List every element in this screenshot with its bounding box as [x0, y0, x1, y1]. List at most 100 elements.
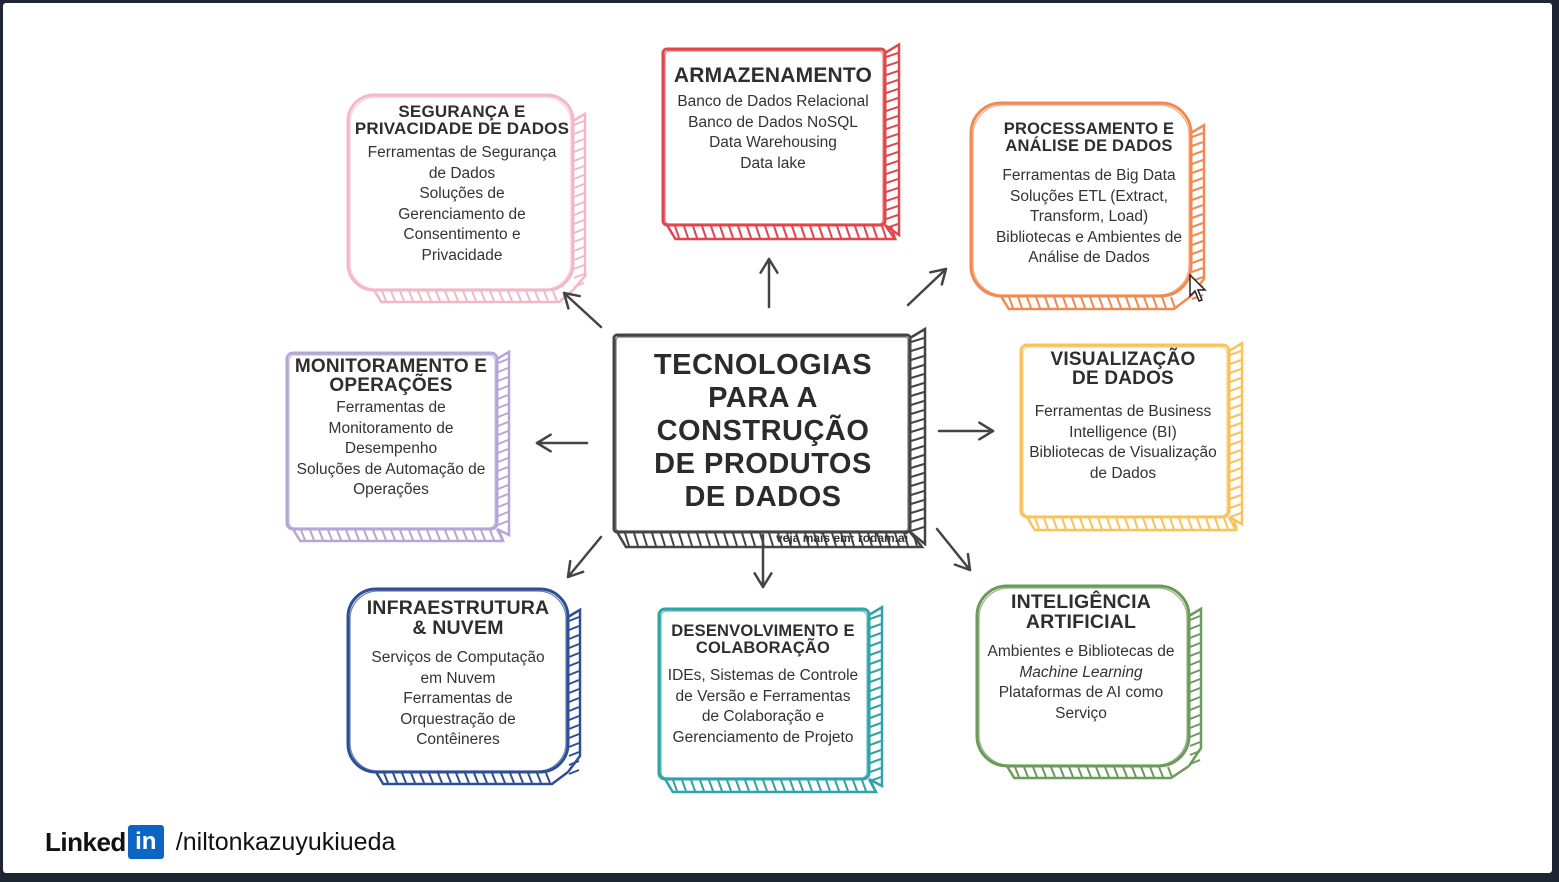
card-title-line: PRIVACIDADE DE DADOS — [354, 119, 570, 138]
arrow-up-right — [906, 267, 948, 307]
arrow-down-right-head — [953, 552, 972, 572]
card-line: Consentimento e — [403, 226, 521, 243]
card-title-line: INTELIGÊNCIA — [1011, 591, 1151, 613]
card-title-line: DE DADOS — [1072, 368, 1174, 389]
box-processamento — [969, 101, 1206, 311]
card-line: de Dados — [428, 164, 496, 182]
card-line: de Versão e Ferramentas — [675, 687, 851, 705]
arrow-up-left-head — [562, 291, 581, 310]
arrow-up-head — [759, 257, 779, 274]
diagram-canvas — [285, 42, 1244, 794]
card-line: Monitoramento de — [328, 419, 454, 437]
card-title-line: SEGURANÇA E — [398, 102, 526, 121]
arrow-down-left — [566, 535, 603, 579]
arrow-down-left-head — [566, 559, 585, 579]
card-line: Serviços de Computação — [371, 649, 545, 666]
card-line: Bibliotecas de Visualização — [1029, 444, 1217, 461]
card-line: Banco de Dados Relacional — [677, 93, 869, 110]
card-line: Contêineres — [416, 731, 500, 748]
card-line: IDEs, Sistemas de Controle — [667, 667, 859, 684]
card-line: Serviço — [1055, 704, 1107, 722]
card-line: Ferramentas de Business — [1034, 403, 1212, 420]
linkedin-footer: Linked in /niltonkazuyukiueda — [45, 821, 395, 863]
card-title-line: ANÁLISE DE DADOS — [1005, 136, 1173, 155]
card-line: Transform, Load) — [1029, 208, 1149, 225]
central-title-line: PARA A — [708, 382, 818, 414]
box-central — [612, 326, 927, 549]
card-line: Soluções de — [419, 185, 505, 202]
linkedin-logo-icon: in — [127, 825, 164, 859]
card-line: Bibliotecas e Ambientes de — [995, 228, 1183, 246]
card-title: INFRAESTRUTURA& NUVEM — [353, 597, 563, 639]
source-note: veja mais em: rodam.ai — [776, 531, 909, 545]
card-line: Intelligence (BI) — [1069, 423, 1177, 441]
profile-handle: /niltonkazuyukiueda — [175, 827, 396, 856]
box-armazenamento — [661, 42, 901, 241]
box-monitoramento — [285, 349, 511, 543]
box-visualizacao — [1019, 340, 1244, 532]
card-infraestrutura: INFRAESTRUTURA& NUVEM Serviços de Comput… — [353, 597, 563, 751]
card-line: Ferramentas de Big Data — [1002, 167, 1176, 184]
box-ia — [975, 584, 1203, 780]
card-title-line: INFRAESTRUTURA — [366, 597, 550, 619]
card-line: em Nuvem — [420, 669, 496, 687]
card-body: Ferramentas de Monitoramento de Desempenho… — [286, 398, 496, 501]
card-title-line: MONITORAMENTO E — [294, 356, 488, 377]
card-line: Gerenciamento de — [398, 205, 526, 223]
card-line: Ambientes e Bibliotecas de — [987, 643, 1175, 660]
arrow-down-head — [753, 572, 773, 589]
box-infraestrutura — [346, 587, 582, 786]
card-title-line: OPERAÇÕES — [329, 375, 453, 396]
card-title-line: COLABORAÇÃO — [695, 638, 831, 657]
box-desenvolvimento — [657, 604, 884, 794]
card-line: Soluções de Automação de — [296, 460, 486, 478]
card-title-line: VISUALIZAÇÃO — [1050, 349, 1196, 370]
card-title-line: PROCESSAMENTO E — [1003, 120, 1175, 138]
card-title-line: & NUVEM — [412, 616, 504, 639]
card-line: Análise de Dados — [1028, 249, 1150, 266]
arrow-up-right-head — [929, 267, 948, 286]
arrow-right-head — [978, 421, 995, 441]
card-line: Data Warehousing — [709, 134, 837, 151]
card-line: Plataformas de AI como — [998, 684, 1164, 701]
arrow-down-right — [935, 527, 972, 572]
card-line: Machine Learning — [1019, 663, 1143, 681]
box-seguranca — [346, 93, 587, 304]
card-line: Ferramentas de — [403, 690, 513, 707]
card-line: de Colaboração e — [701, 708, 825, 725]
arrow-up-left — [562, 291, 603, 329]
card-line: Banco de Dados NoSQL — [688, 113, 858, 131]
arrow-left-head — [535, 433, 552, 453]
card-title-line: DESENVOLVIMENTO E — [671, 622, 855, 640]
mouse-pointer-icon — [1189, 274, 1207, 302]
central-title-line: DE DADOS — [684, 481, 842, 513]
central-title-line: CONSTRUÇÃO — [656, 415, 870, 447]
central-title-line: TECNOLOGIAS — [653, 349, 873, 381]
card-line: Orquestração de — [400, 710, 516, 728]
card-line: Desempenho — [344, 440, 438, 457]
card-line: Ferramentas de Segurança — [367, 144, 557, 161]
card-body: IDEs, Sistemas de Controle de Versão e Fe… — [663, 666, 863, 748]
card-line: Gerenciamento de Projeto — [672, 728, 854, 746]
card-line: Operações — [353, 481, 429, 498]
card-line: de Dados — [1089, 464, 1157, 482]
card-line: Ferramentas de — [336, 399, 446, 416]
card-body: Ambientes e Bibliotecas de Machine Learni… — [981, 642, 1181, 724]
card-title-line: ARTIFICIAL — [1025, 610, 1137, 633]
